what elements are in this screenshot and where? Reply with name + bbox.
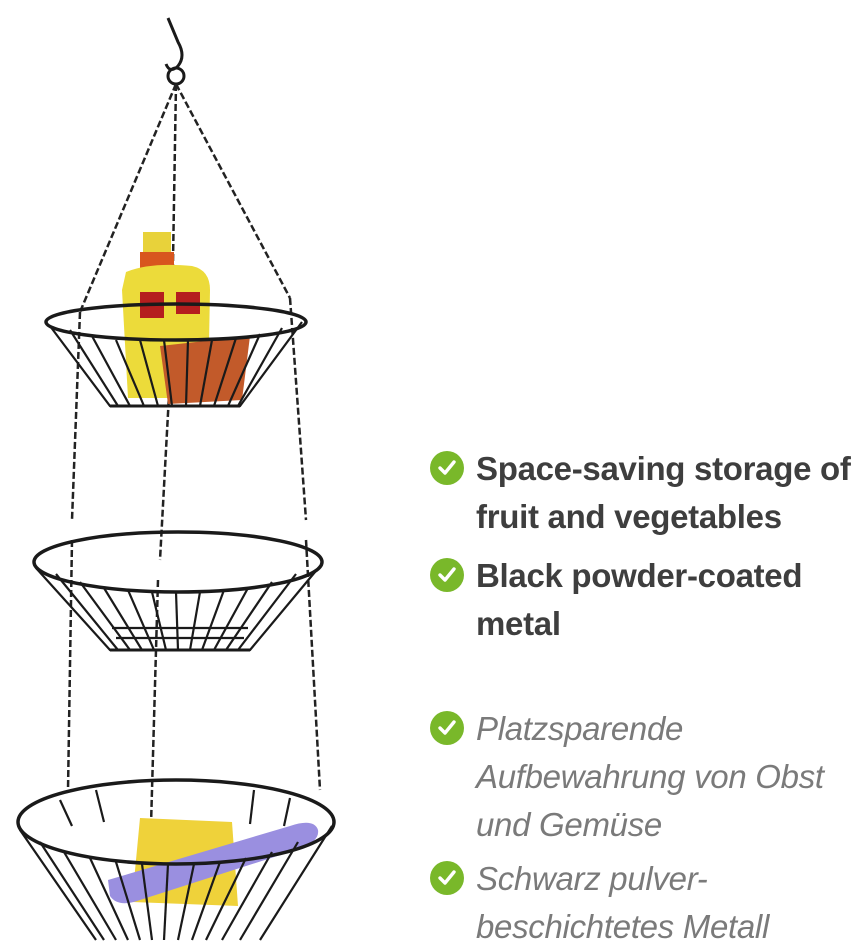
check-circle-icon <box>430 711 464 745</box>
check-circle-icon <box>430 558 464 592</box>
middle-basket <box>32 530 324 652</box>
feature-item-black-metal: Black powder-coated metal <box>430 552 803 648</box>
feature-item-space-saving: Space-saving storage of fruit and vegeta… <box>430 445 851 541</box>
bottom-basket <box>16 778 336 941</box>
feature-text: Schwarz pulver- beschichtetes Metall <box>476 860 769 945</box>
top-basket <box>44 302 308 408</box>
hook-icon <box>164 17 186 86</box>
check-circle-icon <box>430 451 464 485</box>
feature-text: Space-saving storage of fruit and vegeta… <box>476 450 851 535</box>
feature-item-schwarz-metall: Schwarz pulver- beschichtetes Metall <box>430 855 769 951</box>
hanging-basket-image <box>16 17 336 941</box>
feature-text: Black powder-coated metal <box>476 557 803 642</box>
feature-item-platzsparend: Platzsparende Aufbewahrung von Obst und … <box>430 705 824 849</box>
sponge <box>160 336 250 404</box>
chains <box>66 83 322 861</box>
feature-text: Platzsparende Aufbewahrung von Obst und … <box>476 710 824 843</box>
check-circle-icon <box>430 861 464 895</box>
